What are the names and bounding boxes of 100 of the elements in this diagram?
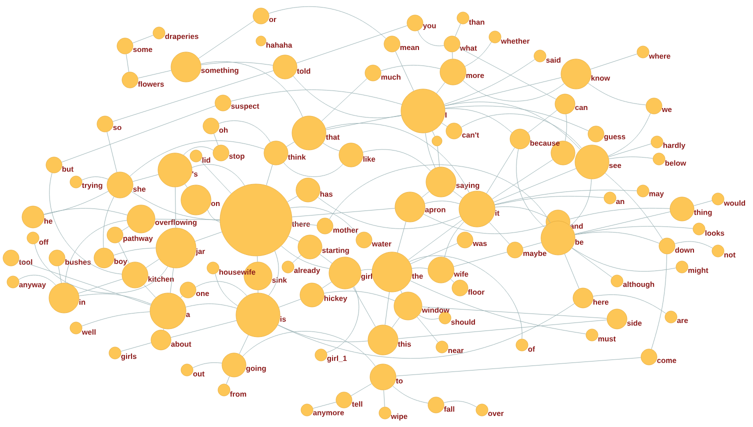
network-edge: [138, 70, 172, 78]
network-edge: [268, 250, 279, 296]
network-edge: [114, 248, 156, 256]
network-edge: [112, 70, 274, 122]
network-edge: [292, 76, 402, 118]
network-edge: [383, 390, 385, 408]
network-edge: [572, 248, 676, 272]
network-edge: [242, 331, 376, 366]
network-edge: [574, 232, 660, 244]
network-edge: [226, 376, 230, 384]
network-edge: [278, 324, 368, 342]
network-edge: [106, 132, 118, 172]
network-edge: [192, 164, 245, 186]
network-edge: [207, 210, 220, 222]
network-edge: [494, 196, 604, 206]
network-edge: [418, 314, 440, 320]
network-edge: [444, 221, 464, 258]
network-edge: [44, 190, 109, 215]
network-edge: [494, 190, 638, 205]
network-edge: [400, 290, 402, 294]
network-edge: [195, 281, 248, 296]
network-edge: [384, 292, 390, 326]
network-edge: [396, 357, 642, 376]
network-edge: [424, 200, 460, 204]
network-edge: [494, 168, 576, 202]
network-edge: [200, 61, 303, 118]
network-edge: [410, 243, 458, 264]
network-edge: [422, 191, 430, 198]
network-edge: [218, 120, 271, 142]
network-edge: [292, 254, 302, 264]
network-edge: [454, 23, 461, 37]
empty-node: [432, 136, 442, 146]
network-edge: [198, 20, 254, 59]
network-edge: [674, 241, 713, 248]
network-edge: [64, 220, 128, 284]
network-edge: [278, 298, 301, 308]
network-edge: [78, 278, 123, 294]
network-edge: [352, 286, 376, 328]
network-edge: [154, 218, 220, 220]
network-edge: [412, 268, 428, 269]
network-edge: [132, 174, 159, 182]
network-edge: [409, 255, 522, 340]
network-edge: [522, 242, 542, 248]
network-edge: [18, 260, 152, 306]
network-edge: [192, 362, 222, 368]
network-edge: [320, 254, 332, 264]
network-edge: [452, 190, 463, 198]
network-edge: [296, 25, 408, 64]
network-edge: [444, 77, 562, 106]
network-edge: [423, 214, 547, 234]
network-edge: [318, 196, 461, 229]
network-edge: [450, 278, 454, 283]
network-edge: [574, 212, 670, 234]
network-edge: [194, 232, 222, 242]
network-edge: [120, 342, 152, 352]
network-edge: [326, 286, 360, 353]
network-edge: [408, 220, 463, 260]
network-edge: [395, 51, 414, 92]
network-edge: [34, 244, 168, 294]
network-edge: [494, 206, 548, 218]
network-edge: [82, 176, 108, 180]
network-edge: [454, 252, 508, 267]
network-edge: [592, 294, 666, 314]
network-edge: [312, 402, 336, 409]
network-edge: [425, 132, 436, 168]
network-edge: [464, 42, 492, 67]
network-edge: [288, 236, 300, 242]
network-edge: [322, 282, 332, 288]
network-edge: [170, 320, 237, 338]
network-edge: [444, 400, 477, 408]
network-edge: [326, 114, 402, 130]
network-edge: [572, 248, 612, 278]
network-edge: [103, 196, 114, 248]
network-edge: [694, 200, 712, 206]
network-edge: [398, 320, 608, 339]
network-edge: [489, 222, 510, 244]
network-edge: [444, 108, 512, 133]
network-edge: [574, 226, 694, 235]
network-edge: [278, 303, 575, 359]
network-edge: [132, 34, 154, 44]
network-edge: [58, 266, 62, 284]
network-edge: [287, 196, 298, 202]
network-edge: [325, 123, 470, 193]
network-edge: [418, 30, 444, 46]
network-edge: [528, 110, 558, 133]
network-edge: [292, 208, 396, 218]
network-edge: [422, 306, 608, 319]
network-edge: [444, 59, 536, 105]
network-edge: [268, 6, 386, 39]
network-edge: [350, 383, 372, 396]
network-edge: [392, 386, 428, 404]
network-edge: [564, 254, 580, 289]
network-edge: [130, 140, 265, 176]
network-edge: [215, 274, 238, 306]
network-edge: [146, 258, 160, 268]
network-edge: [239, 334, 249, 354]
network-edge: [200, 62, 274, 66]
network-edge: [564, 114, 567, 142]
network-edge: [200, 160, 232, 194]
network-edge: [82, 312, 150, 326]
